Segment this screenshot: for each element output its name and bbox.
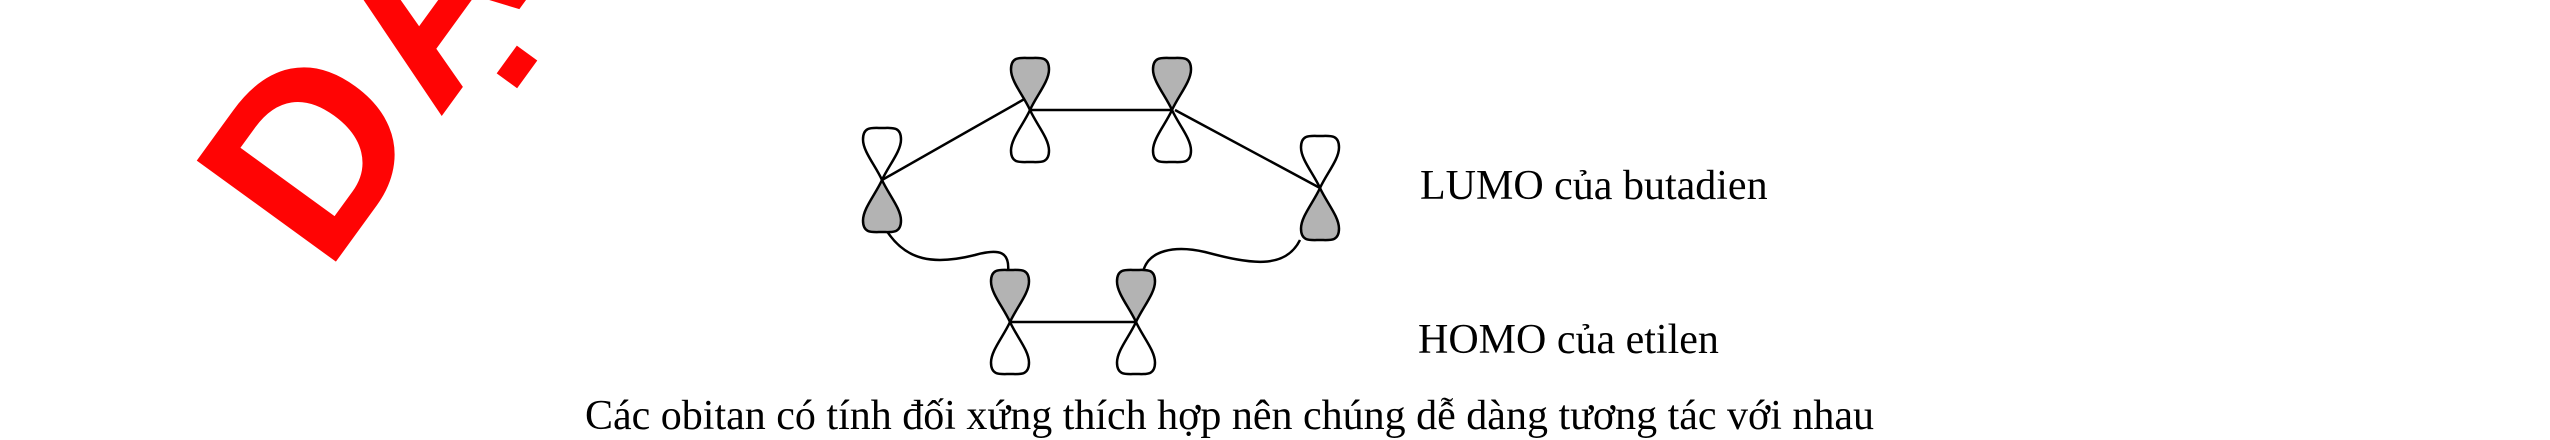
lobe-e2-top <box>1115 268 1157 326</box>
lobe-c2-top <box>1009 56 1051 114</box>
bond-c1-c2 <box>881 95 1029 182</box>
lobe-c4-top <box>1299 134 1341 192</box>
lobe-c4-bottom <box>1299 184 1341 242</box>
p-orbital-c1 <box>861 126 903 234</box>
bonds <box>881 95 1321 324</box>
orbital-diagram <box>861 56 1341 376</box>
interaction-curve-right <box>1141 239 1302 273</box>
partial-text-line: Các obitan có tính đối xứng thích hợp nê… <box>585 393 1875 439</box>
lobe-c1-bottom <box>861 176 903 234</box>
interaction-curves <box>883 227 1302 273</box>
lobe-c2-bottom <box>1009 106 1051 164</box>
p-orbital-e2 <box>1115 268 1157 376</box>
p-orbital-c2 <box>1009 56 1051 164</box>
p-orbital-e1 <box>989 268 1031 376</box>
homo-label: HOMO của etilen <box>1418 317 1719 363</box>
lumo-label: LUMO của butadien <box>1420 163 1768 209</box>
lobe-c1-top <box>861 126 903 184</box>
lobe-c3-bottom <box>1151 106 1193 164</box>
p-orbital-c3 <box>1151 56 1193 164</box>
lobe-e2-bottom <box>1115 318 1157 376</box>
lobe-e1-top <box>989 268 1031 326</box>
p-orbital-c4 <box>1299 134 1341 242</box>
lobe-c3-top <box>1151 56 1193 114</box>
interaction-curve-left <box>883 227 1010 273</box>
orbital-lobes <box>861 56 1341 376</box>
bond-c3-c4 <box>1174 108 1321 190</box>
lobe-e1-bottom <box>989 318 1031 376</box>
